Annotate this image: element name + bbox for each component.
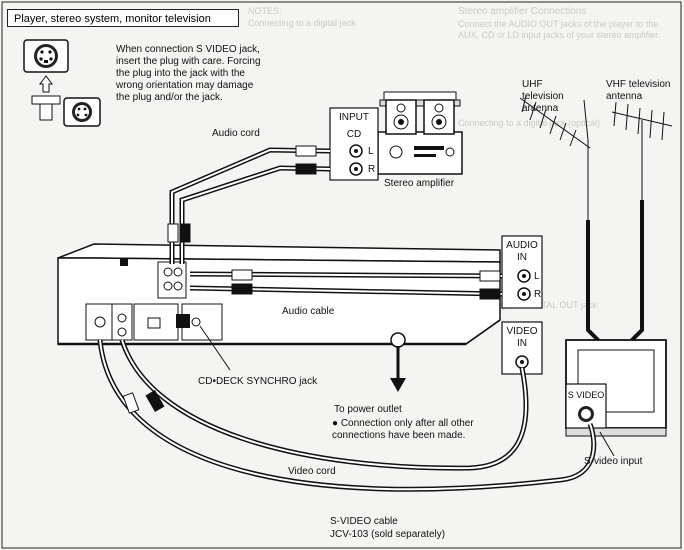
ghost-note-title: Connecting to a digital jack — [248, 18, 356, 28]
video-cord-label: Video cord — [288, 466, 336, 477]
ghost-optical-heading: Connecting to a digital jack (optical) — [458, 118, 601, 128]
input-panel-title: INPUT — [339, 112, 369, 123]
svideo-input-pointer — [599, 431, 615, 457]
video-cord-line — [119, 339, 529, 471]
power-note-text: ● Connection only after all other connec… — [332, 418, 492, 442]
vhf-lead-wire — [628, 200, 644, 344]
uhf-antenna-icon — [519, 95, 591, 220]
svideo-warning-text: When connection S VIDEO jack, insert the… — [116, 44, 261, 103]
stereo-amplifier-icon — [377, 91, 463, 175]
audio-in-title: AUDIO — [506, 240, 538, 251]
video-in-title2: IN — [517, 338, 527, 349]
audio-in-left-label: L — [534, 271, 540, 282]
audio-in-right-label: R — [534, 289, 542, 300]
bullet-icon: ● — [332, 418, 341, 429]
ghost-stereo-heading: Stereo amplifier Connections — [458, 6, 587, 17]
stereo-amplifier-label: Stereo amplifier — [384, 178, 455, 189]
svideo-cable-line — [97, 339, 597, 492]
tv-audio-in-panel — [501, 235, 543, 309]
speaker-left-icon — [385, 99, 417, 135]
audio-in-title2: IN — [517, 252, 527, 263]
input-left-label: L — [368, 146, 374, 157]
cd-deck-synchro-label: CD•DECK SYNCHRO jack — [198, 376, 318, 387]
ghost-notes-heading: NOTES: — [248, 6, 282, 16]
audio-cable-label: Audio cable — [282, 306, 335, 317]
vhf-antenna-label: VHF television antenna — [606, 79, 671, 102]
video-in-title: VIDEO — [506, 326, 538, 337]
input-right-label: R — [368, 164, 376, 175]
ghost-stereo-intro: Connect the AUDIO OUT jacks of the playe… — [458, 19, 661, 40]
cd-deck-synchro-pointer — [199, 325, 231, 371]
svideo-jack-inset-icon — [23, 39, 101, 127]
audio-cord-line — [167, 145, 331, 264]
power-outlet-arrow-icon — [390, 378, 406, 392]
tv-svideo-panel — [565, 383, 607, 429]
tv-video-in-panel — [501, 321, 543, 375]
audio-cable-line — [189, 269, 503, 300]
svideo-input-label: S-video input — [584, 456, 643, 467]
cd-player-rear-panel — [57, 243, 501, 348]
audio-cord-label: Audio cord — [212, 128, 260, 139]
speaker-right-icon — [423, 99, 455, 135]
amplifier-input-panel — [329, 107, 379, 181]
svideo-cable-label: S-VIDEO cable — [330, 516, 398, 527]
svideo-panel-title: S VIDEO — [567, 390, 605, 400]
uhf-lead-wire — [586, 220, 602, 344]
power-note-body: Connection only after all other connecti… — [332, 418, 474, 441]
vhf-antenna-icon — [611, 101, 673, 200]
uhf-antenna-label: UHF television antenna — [522, 79, 564, 114]
power-outlet-label: To power outlet — [334, 404, 402, 415]
svideo-cable-model: JCV-103 (sold separately) — [330, 529, 446, 540]
page-title: Player, stereo system, monitor televisio… — [7, 9, 239, 27]
input-panel-cd-label: CD — [346, 129, 362, 140]
